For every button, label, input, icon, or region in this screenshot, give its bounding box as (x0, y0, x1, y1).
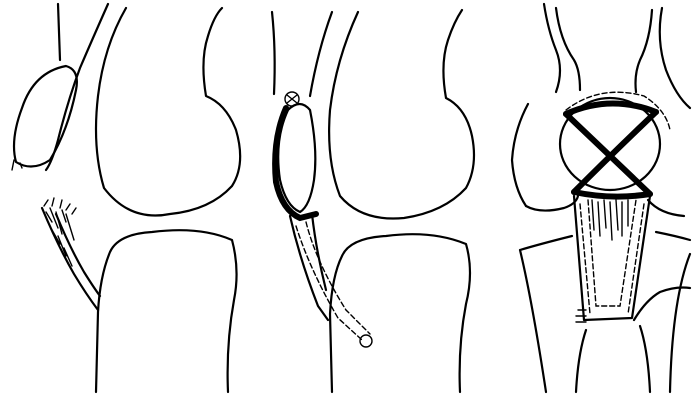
fibula-edge (670, 254, 690, 392)
cerclage-wire (275, 108, 316, 218)
patella (14, 66, 77, 167)
torn-patellar-tendon (42, 198, 100, 310)
tibia-shaft-left (576, 330, 586, 392)
thigh-right-outline (660, 8, 690, 108)
panel-lateral-repair (272, 10, 474, 392)
thigh-left-outer (512, 104, 528, 206)
tibia (330, 234, 470, 392)
tibia (96, 230, 237, 392)
femur (329, 10, 474, 219)
graft-anchor (360, 335, 372, 347)
panel-anterior-repair (512, 4, 690, 392)
quadriceps-outline (58, 4, 60, 60)
quadriceps-tendon (556, 8, 652, 92)
figure-eight-wire (566, 103, 656, 196)
tendon-graft (574, 196, 650, 322)
femur (96, 8, 240, 216)
tibia-left (520, 236, 572, 392)
tibia-shaft-right (634, 288, 690, 393)
femur-condyle-left (526, 196, 578, 211)
tibia-right (656, 232, 690, 240)
quadriceps-outline (272, 12, 275, 94)
panel-ruptured (12, 4, 240, 392)
femur-condyle-right (648, 200, 684, 216)
thigh-front-outline (310, 12, 332, 96)
